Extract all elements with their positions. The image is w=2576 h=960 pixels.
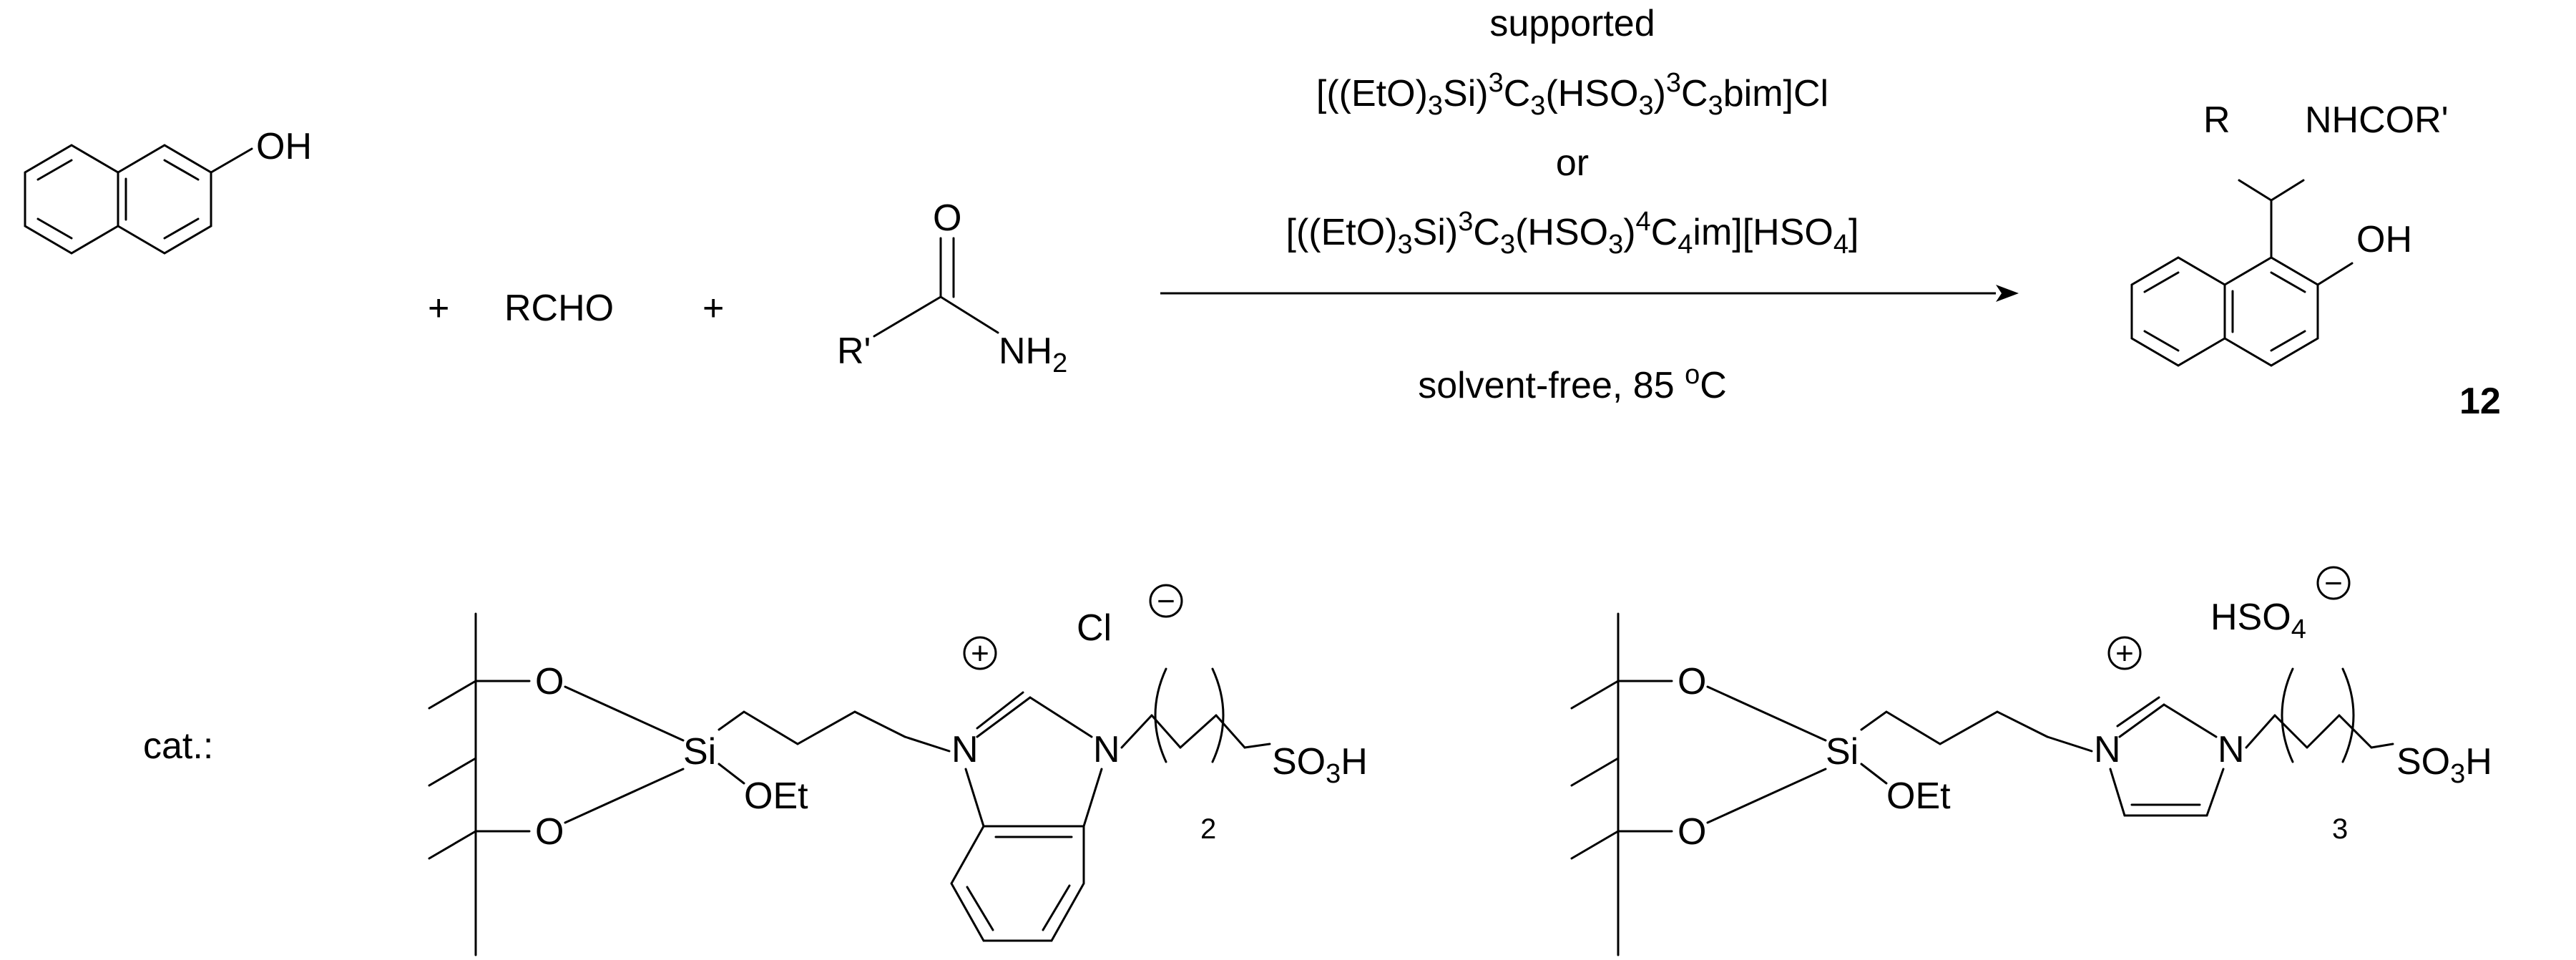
cat-right-minus: − bbox=[2324, 566, 2343, 601]
cat-left-o-top: O bbox=[535, 661, 564, 702]
or-label: or bbox=[1556, 142, 1589, 184]
cat-left-o-bottom: O bbox=[535, 811, 564, 853]
cat-right-n1: N bbox=[2094, 729, 2121, 770]
catalyst-right-structure: O O Si OEt N N + HSO4 − 3 SO3H bbox=[1570, 566, 2492, 956]
cat-right-oet: OEt bbox=[1886, 775, 1951, 817]
product-oh-label: OH bbox=[2356, 219, 2412, 260]
cat-left-si: Si bbox=[683, 731, 716, 773]
catalyst-formula-1: [((EtO)3Si)3C3(HSO3)3C3bim]Cl bbox=[1316, 68, 1828, 121]
cat-left-n1: N bbox=[951, 729, 979, 770]
conditions-label: solvent-free, 85 oC bbox=[1418, 360, 1727, 406]
cat-left-oet: OEt bbox=[744, 775, 808, 817]
product-r-label: R bbox=[2203, 99, 2230, 141]
catalyst-prefix-label: cat.: bbox=[143, 725, 213, 767]
cat-left-chain-sub: 2 bbox=[1200, 813, 1216, 845]
cat-left-n2: N bbox=[1093, 729, 1120, 770]
cat-right-si: Si bbox=[1826, 731, 1858, 773]
cat-right-plus: + bbox=[2115, 636, 2134, 671]
product-number-label: 12 bbox=[2459, 381, 2501, 422]
cat-right-o-top: O bbox=[1678, 661, 1706, 702]
aldehyde-label: RCHO bbox=[504, 288, 614, 329]
cat-right-chain-sub: 3 bbox=[2332, 813, 2348, 845]
product-structure: OH R NHCOR' 12 bbox=[2130, 99, 2501, 422]
above-arrow-supported: supported bbox=[1489, 3, 1655, 44]
cat-right-so3h: SO3H bbox=[2396, 741, 2492, 789]
cat-left-plus: + bbox=[971, 636, 989, 671]
cat-left-anion: Cl bbox=[1077, 607, 1112, 649]
cat-right-o-bottom: O bbox=[1678, 811, 1706, 853]
catalyst-formula-2: [((EtO)3Si)3C3(HSO3)4C4im][HSO4] bbox=[1286, 207, 1859, 260]
cat-left-so3h: SO3H bbox=[1272, 741, 1368, 789]
plus-sign-1: + bbox=[428, 288, 449, 329]
cat-left-minus: − bbox=[1157, 584, 1175, 619]
amide-structure: O R' NH2 bbox=[837, 197, 1067, 378]
product-nhcor-label: NHCOR' bbox=[2305, 99, 2449, 141]
naphthol-oh-label: OH bbox=[256, 126, 312, 167]
amide-o-label: O bbox=[933, 197, 961, 239]
cat-right-n2: N bbox=[2218, 729, 2245, 770]
cat-right-anion: HSO4 bbox=[2210, 597, 2306, 645]
amide-n-label: NH2 bbox=[999, 330, 1067, 378]
plus-sign-2: + bbox=[702, 288, 724, 329]
amide-r-label: R' bbox=[837, 330, 871, 372]
naphthol-structure: OH bbox=[24, 126, 312, 255]
catalyst-left-structure: O O Si OEt N N + Cl − 2 bbox=[428, 584, 1368, 956]
reaction-arrow bbox=[1160, 285, 2019, 302]
